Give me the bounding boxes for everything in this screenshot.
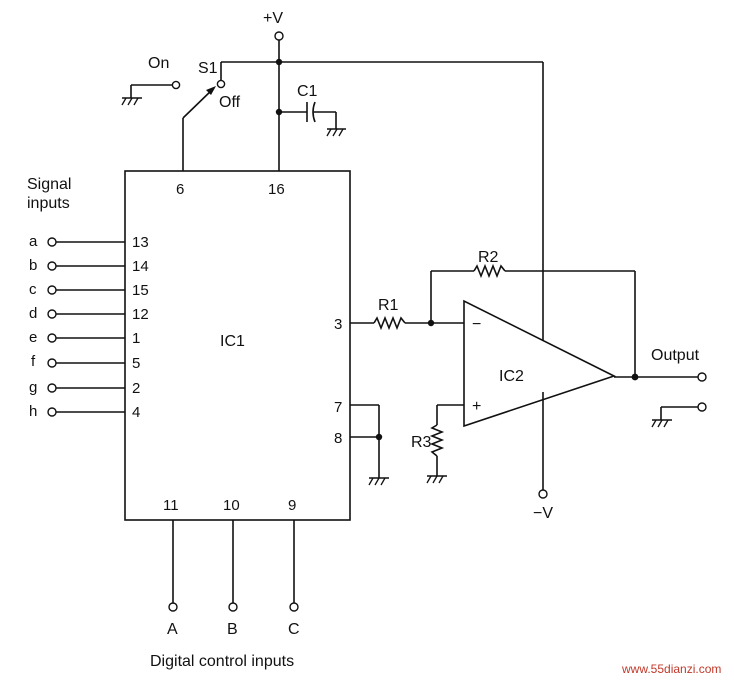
output-ground-icon <box>651 407 672 428</box>
signal-input-c[interactable]: c 15 <box>29 281 149 299</box>
output-junction-dot <box>631 373 639 381</box>
ic1-pin-10: 10 <box>223 497 240 514</box>
signal-letter: h <box>29 403 37 420</box>
switch-on-label: On <box>148 55 169 72</box>
signal-pin: 4 <box>132 404 140 421</box>
signal-pin: 14 <box>132 258 149 275</box>
ic1-ground-icon <box>368 477 389 486</box>
switch-name-label: S1 <box>198 60 218 77</box>
ic2-opamp-body <box>463 299 617 428</box>
signal-pin: 12 <box>132 306 149 323</box>
control-inputs-title: Digital control inputs <box>150 653 294 670</box>
switch-arrow-icon <box>206 86 216 95</box>
signal-terminal[interactable] <box>47 383 57 393</box>
control-letter: B <box>227 621 238 638</box>
switch-arm <box>182 87 215 119</box>
negative-supply-label: −V <box>533 505 553 522</box>
control-input-c[interactable]: C <box>288 520 300 638</box>
signal-terminal[interactable] <box>47 309 57 319</box>
signal-input-b[interactable]: b 14 <box>29 257 149 275</box>
signal-input-e[interactable]: e 1 <box>29 329 140 347</box>
signal-terminal[interactable] <box>47 237 57 247</box>
control-letter: A <box>167 621 178 638</box>
output-terminal[interactable] <box>697 372 707 382</box>
r2-resistor-icon <box>473 263 506 279</box>
watermark-text: www.55dianzi.com <box>621 662 721 676</box>
r3-resistor-icon <box>429 424 445 457</box>
signal-input-d[interactable]: d 12 <box>29 305 149 323</box>
ic1-name-label: IC1 <box>220 333 245 350</box>
switch-off-label: Off <box>219 94 241 111</box>
signal-terminal[interactable] <box>47 358 57 368</box>
r1-resistor-icon <box>373 315 406 331</box>
r3-label: R3 <box>411 434 432 451</box>
ic2-noninverting-sign: + <box>472 398 481 415</box>
signal-input-h[interactable]: h 4 <box>29 403 140 421</box>
signal-inputs-title-line1: Signal <box>27 176 71 193</box>
r1-label: R1 <box>378 297 399 314</box>
positive-supply-label: +V <box>263 10 283 27</box>
signal-terminal[interactable] <box>47 285 57 295</box>
signal-letter: f <box>31 353 36 370</box>
control-input-a[interactable]: A <box>167 520 178 638</box>
control-terminal[interactable] <box>168 602 178 612</box>
signal-terminal[interactable] <box>47 333 57 343</box>
ic1-pin-6: 6 <box>176 181 184 198</box>
vplus-junction-dot <box>275 58 283 66</box>
signal-letter: a <box>29 233 38 250</box>
ic1-body <box>124 170 351 521</box>
control-input-b[interactable]: B <box>227 520 238 638</box>
switch-on-contact <box>171 80 181 90</box>
switch-off-contact <box>216 79 226 89</box>
signal-pin: 15 <box>132 282 149 299</box>
signal-input-g[interactable]: g 2 <box>29 379 140 397</box>
r2-label: R2 <box>478 249 499 266</box>
ic1-pin-11: 11 <box>163 497 179 514</box>
ic1-pin-7: 7 <box>334 399 342 416</box>
signal-pin: 5 <box>132 355 140 372</box>
signal-letter: e <box>29 329 37 346</box>
signal-terminal[interactable] <box>47 261 57 271</box>
capacitor-name-label: C1 <box>297 83 318 100</box>
signal-pin: 2 <box>132 380 140 397</box>
r3-ground-icon <box>426 475 447 484</box>
signal-letter: b <box>29 257 37 274</box>
control-letter: C <box>288 621 300 638</box>
control-terminal[interactable] <box>228 602 238 612</box>
ic2-inverting-sign: − <box>472 316 481 333</box>
ic1-pin-16: 16 <box>268 181 285 198</box>
output-label: Output <box>651 347 700 364</box>
ic2-name-label: IC2 <box>499 368 524 385</box>
positive-supply-terminal <box>274 31 284 41</box>
control-terminal[interactable] <box>289 602 299 612</box>
signal-letter: d <box>29 305 37 322</box>
signal-letter: c <box>29 281 37 298</box>
pin8-junction-dot <box>375 433 383 441</box>
output-ground-terminal[interactable] <box>697 402 707 412</box>
ic1-pin-8: 8 <box>334 430 342 447</box>
signal-input-a[interactable]: a 13 <box>29 233 149 251</box>
signal-terminal[interactable] <box>47 407 57 417</box>
signal-letter: g <box>29 379 37 396</box>
ic1-pin-9: 9 <box>288 497 296 514</box>
capacitor-c1-icon <box>279 101 346 137</box>
negative-supply-terminal <box>538 489 548 499</box>
signal-pin: 13 <box>132 234 149 251</box>
signal-inputs-title-line2: inputs <box>27 195 70 212</box>
ic1-pin-3: 3 <box>334 316 342 333</box>
signal-pin: 1 <box>132 330 140 347</box>
switch-ground-icon <box>121 85 142 106</box>
signal-input-f[interactable]: f 5 <box>31 353 140 372</box>
